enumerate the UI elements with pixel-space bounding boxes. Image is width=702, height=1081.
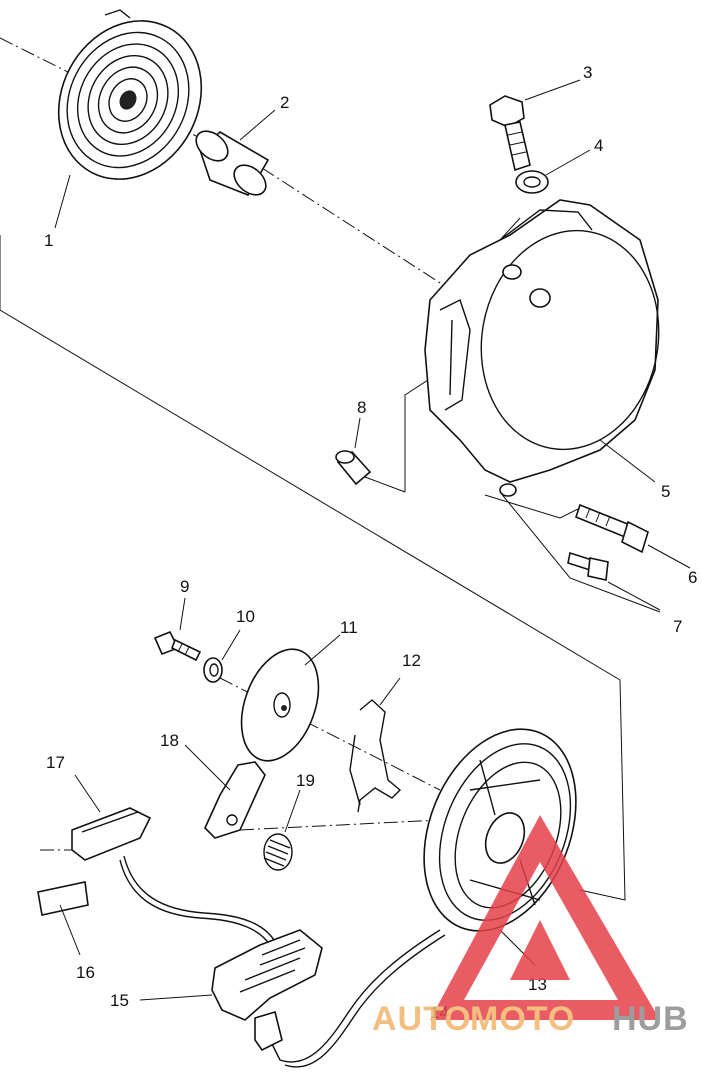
spring-washer: [203, 629, 241, 683]
recoil-housing: [424, 199, 660, 497]
ratchet-pawl: [184, 744, 266, 839]
part-label-7: 7: [673, 617, 682, 636]
part-label-15: 15: [110, 991, 129, 1010]
part-label-10: 10: [236, 607, 255, 626]
part-label-5: 5: [661, 482, 670, 501]
part-label-19: 19: [296, 771, 315, 790]
part-label-4: 4: [594, 136, 603, 155]
pawl-bolt: [153, 597, 202, 662]
decal-label: [37, 881, 89, 956]
washer: [515, 149, 591, 194]
part-labels: 1 2 3 4 5 6 7 8 9 10 11 12 13 14 15 16 1…: [44, 63, 697, 1022]
part-label-11: 11: [340, 618, 358, 637]
watermark-text-hub: HUB: [612, 1000, 689, 1038]
starter-rope: [119, 855, 446, 1068]
part-label-2: 2: [280, 93, 289, 112]
pawl-spring-clip: [349, 677, 402, 813]
starter-handle: [139, 929, 323, 1052]
bushing-sleeve: [195, 109, 276, 196]
part-label-8: 8: [357, 398, 366, 417]
watermark-text-moto: MOTO: [470, 1000, 575, 1038]
part-label-6: 6: [688, 568, 697, 587]
recoil-spring: [54, 9, 203, 229]
part-label-9: 9: [180, 577, 189, 596]
watermark-triangle-logo: [430, 815, 660, 1020]
part-label-12: 12: [402, 651, 421, 670]
rope-guide: [71, 774, 152, 861]
part-label-1: 1: [44, 231, 53, 250]
long-bolt: [575, 503, 691, 569]
part-label-3: 3: [583, 63, 592, 82]
watermark-text-auto: AUTO: [372, 1000, 472, 1038]
watermark: AUTO MOTO HUB: [372, 815, 689, 1038]
collar: [335, 417, 372, 486]
top-bolt: [489, 79, 581, 172]
pawl-return-spring: [263, 789, 301, 871]
assembly-lines: [0, 37, 661, 901]
short-bolt: [567, 551, 661, 611]
part-label-16: 16: [76, 963, 95, 982]
friction-plate: [240, 634, 341, 762]
part-label-18: 18: [160, 731, 179, 750]
rope-pulley: [423, 728, 577, 966]
part-label-17: 17: [46, 753, 65, 772]
